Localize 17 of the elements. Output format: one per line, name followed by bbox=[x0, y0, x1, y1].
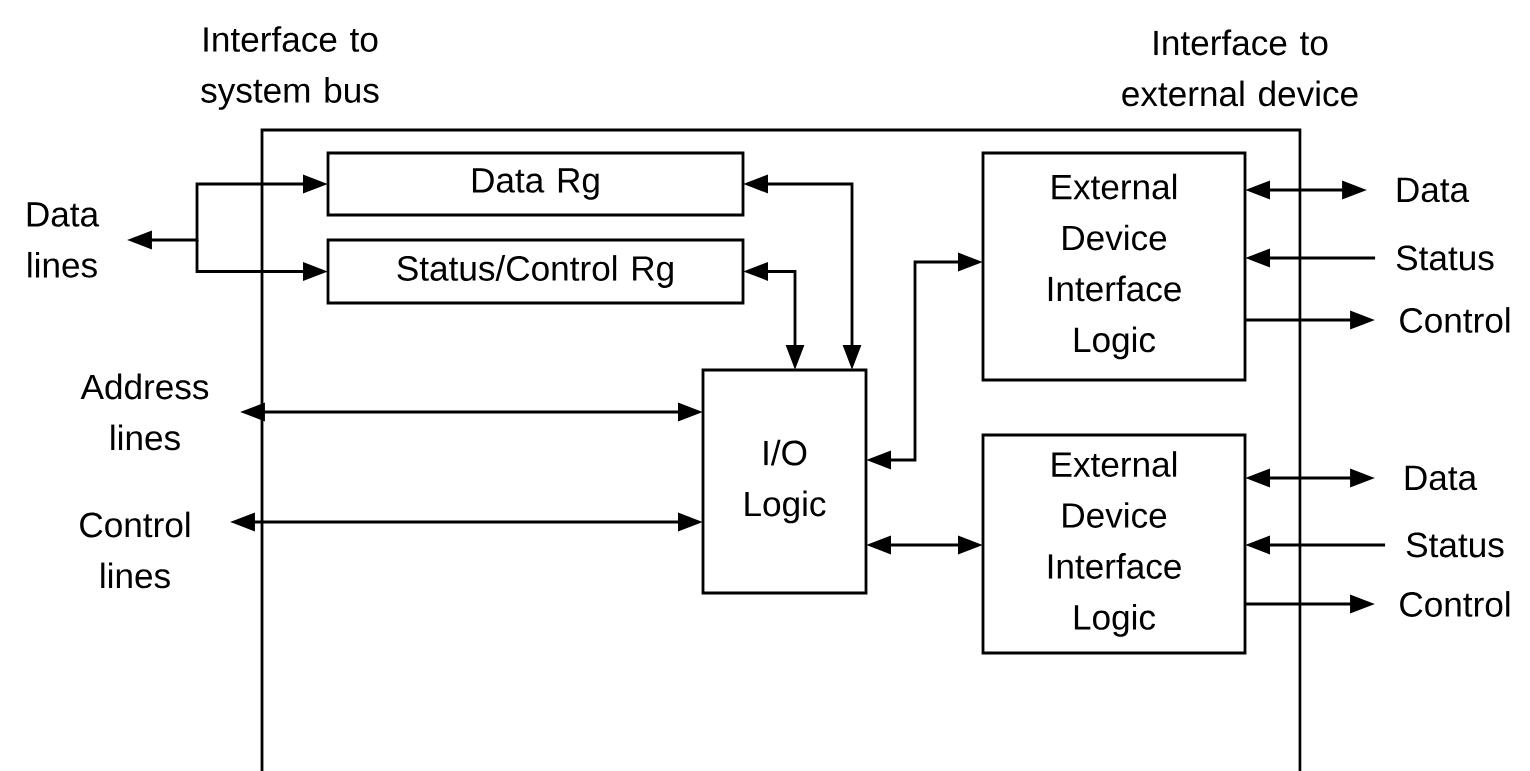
register-box: Status/Control Rg bbox=[326, 238, 745, 305]
heading-text: Interface to system bus bbox=[201, 26, 379, 110]
logic-box: External Device Interface Logic bbox=[981, 433, 1247, 655]
heading-text: Interface to external device bbox=[1122, 29, 1358, 107]
line-label: Data bbox=[1405, 465, 1478, 491]
line-label: Status bbox=[1406, 532, 1504, 558]
line-label: Control lines bbox=[80, 511, 190, 589]
register-box: Data Rg bbox=[326, 151, 745, 217]
module-box bbox=[260, 128, 1302, 771]
line-label: Data bbox=[1397, 177, 1470, 203]
line-label: Address lines bbox=[80, 373, 209, 451]
logic-box: I/O Logic bbox=[701, 368, 868, 595]
logic-box: External Device Interface Logic bbox=[981, 151, 1247, 382]
line-label: Data lines bbox=[27, 202, 100, 278]
line-label: Control bbox=[1400, 591, 1510, 617]
line-label: Control bbox=[1400, 307, 1510, 333]
line-label: Status bbox=[1396, 245, 1494, 271]
